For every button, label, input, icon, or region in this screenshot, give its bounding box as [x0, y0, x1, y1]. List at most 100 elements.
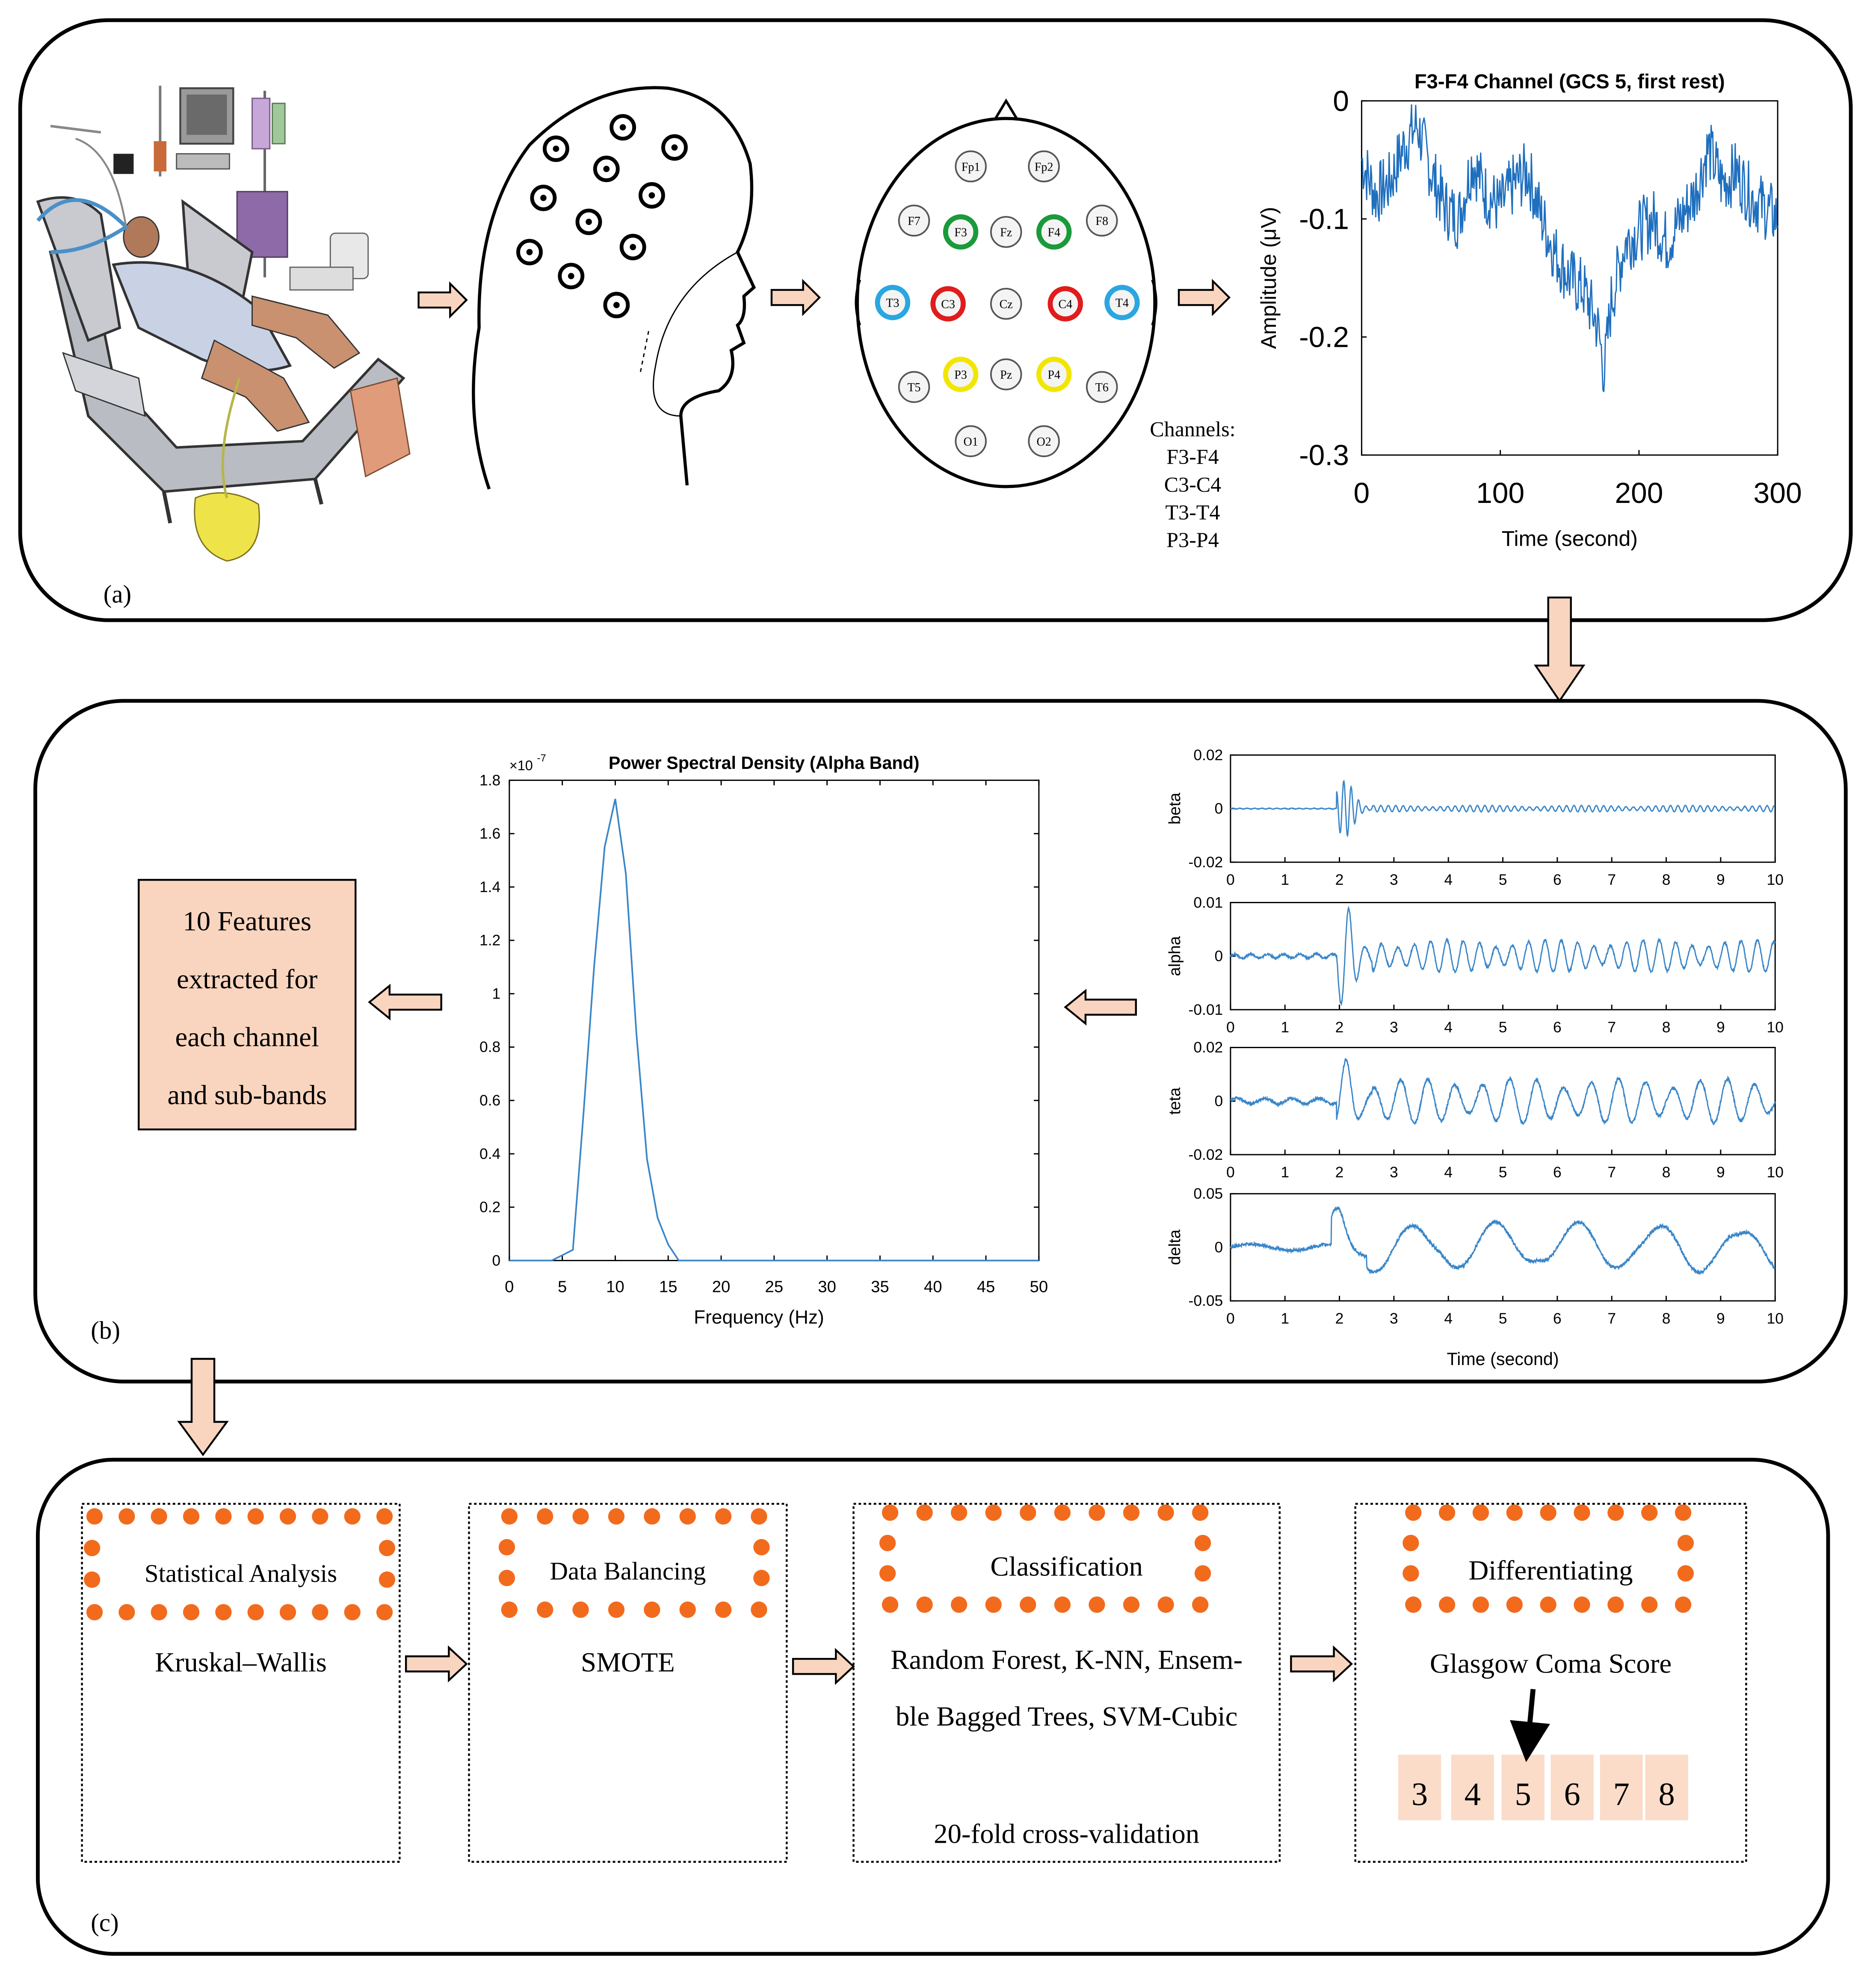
- orange-dot: [86, 1508, 103, 1525]
- band-xtick-label: 4: [1444, 1019, 1453, 1036]
- psd-ytick-label: 0.4: [479, 1146, 500, 1162]
- orange-dot: [537, 1601, 553, 1618]
- orange-dot: [1157, 1504, 1174, 1521]
- orange-dot: [608, 1601, 625, 1618]
- orange-dot: [1157, 1596, 1174, 1613]
- band-ytick-label: 0: [1215, 801, 1223, 817]
- band-trace-teta: [1230, 1058, 1776, 1126]
- orange-dot: [1054, 1596, 1071, 1613]
- psd-xtick-label: 10: [606, 1277, 624, 1296]
- electrode-label: P3: [954, 369, 967, 382]
- electrode-fp2: [1028, 150, 1060, 183]
- pipeline-heading: Statistical Analysis: [145, 1559, 337, 1587]
- electrode-label: Fp1: [962, 160, 980, 174]
- band-xtick-label: 4: [1444, 1310, 1453, 1327]
- electrode-p4: [1036, 357, 1072, 392]
- band-label: delta: [1166, 1229, 1184, 1265]
- band-xtick-label: 0: [1226, 872, 1235, 888]
- band-ytick-label: 0.02: [1193, 747, 1223, 763]
- raw-xlabel: Time (second): [1502, 526, 1638, 550]
- band-xtick-label: 2: [1335, 1019, 1344, 1036]
- electrode-label: F4: [1047, 226, 1060, 239]
- orange-dot: [312, 1508, 328, 1525]
- orange-dot: [950, 1504, 968, 1521]
- psd-trace: [509, 798, 1039, 1262]
- panel-label-c: (c): [91, 1909, 118, 1937]
- electrode-dot-center: [648, 192, 655, 199]
- psd-xtick-label: 30: [818, 1277, 836, 1296]
- band-xtick-label: 5: [1499, 1164, 1507, 1181]
- band-ytick-label: 0: [1215, 1093, 1223, 1110]
- band-xtick-label: 3: [1390, 872, 1398, 888]
- electrode-label: C3: [941, 298, 955, 311]
- band-xtick-label: 6: [1553, 872, 1562, 888]
- band-xtick-label: 4: [1444, 872, 1453, 888]
- orange-dot: [985, 1596, 1002, 1613]
- raw-xtick-label: 100: [1476, 477, 1524, 509]
- raw-plot-frame: [1361, 100, 1778, 456]
- orange-dot: [379, 1571, 396, 1588]
- band-ytick-label: -0.01: [1189, 1002, 1223, 1018]
- pipeline-body: ble Bagged Trees, SVM-Cubic: [896, 1701, 1238, 1732]
- psd-xlabel: Frequency (Hz): [694, 1307, 824, 1328]
- raw-eeg-chart: F3-F4 Channel (GCS 5, first rest)Time (s…: [1257, 70, 1802, 550]
- orange-dot: [751, 1601, 767, 1618]
- pipeline-heading: Classification: [990, 1551, 1143, 1582]
- orange-dot: [1403, 1565, 1419, 1582]
- psd-ytick-label: 1.8: [479, 772, 500, 789]
- head-electrode-cap: [472, 86, 756, 490]
- arrow-down: [1534, 596, 1586, 703]
- orange-dot: [1472, 1504, 1489, 1521]
- orange-dot: [1123, 1504, 1140, 1521]
- band-xtick-label: 10: [1767, 1310, 1784, 1327]
- bands-xlabel: Time (second): [1447, 1349, 1559, 1369]
- orange-dot: [84, 1571, 101, 1588]
- orange-dot: [1506, 1596, 1523, 1613]
- raw-ytick-label: -0.3: [1299, 440, 1349, 472]
- electrode-cz: [990, 288, 1022, 320]
- band-xtick-label: 3: [1390, 1164, 1398, 1181]
- arrow-right: [405, 1645, 468, 1683]
- electrode-dot-center: [671, 144, 678, 151]
- psd-ytick-label: 1.4: [479, 879, 500, 895]
- orange-dot: [753, 1539, 770, 1556]
- electrode-label: F3: [954, 226, 967, 239]
- band-xtick-label: 7: [1607, 1019, 1616, 1036]
- orange-dot: [644, 1601, 660, 1618]
- icu-patient-illustration: [36, 86, 411, 562]
- orange-dot: [183, 1508, 200, 1525]
- pipeline-box: [852, 1503, 1281, 1863]
- band-xtick-label: 4: [1444, 1164, 1453, 1181]
- gcs-score: 8: [1659, 1776, 1675, 1812]
- orange-dot: [1675, 1504, 1692, 1521]
- orange-dot: [344, 1508, 361, 1525]
- band-xtick-label: 0: [1226, 1310, 1235, 1327]
- electrode-label: O2: [1036, 435, 1051, 449]
- gcs-score: 7: [1613, 1776, 1629, 1812]
- psd-ytick-label: 0: [492, 1252, 501, 1269]
- band-xtick-label: 8: [1662, 872, 1671, 888]
- orange-dot: [537, 1508, 553, 1525]
- orange-dot: [1405, 1596, 1422, 1613]
- orange-dot: [679, 1508, 696, 1525]
- band-xtick-label: 8: [1662, 1310, 1671, 1327]
- channel-item: F3-F4: [1166, 445, 1219, 469]
- gcs-score-box: [1645, 1755, 1688, 1820]
- electrode-dot-center: [619, 124, 626, 131]
- band-xtick-label: 0: [1226, 1164, 1235, 1181]
- electrode-f8: [1086, 204, 1118, 237]
- orange-dot: [882, 1504, 899, 1521]
- arrow-right: [1290, 1645, 1353, 1683]
- band-xtick-label: 8: [1662, 1019, 1671, 1036]
- orange-dot: [344, 1604, 361, 1621]
- psd-xtick-label: 25: [765, 1277, 784, 1296]
- gcs-score-box: [1501, 1755, 1545, 1820]
- electrode-t3: [875, 285, 911, 320]
- orange-dot: [608, 1508, 625, 1525]
- psd-xtick-label: 15: [659, 1277, 678, 1296]
- orange-dot: [279, 1604, 296, 1621]
- psd-exponent-base: ×10: [509, 758, 533, 773]
- orange-dot: [644, 1508, 660, 1525]
- orange-dot: [183, 1604, 200, 1621]
